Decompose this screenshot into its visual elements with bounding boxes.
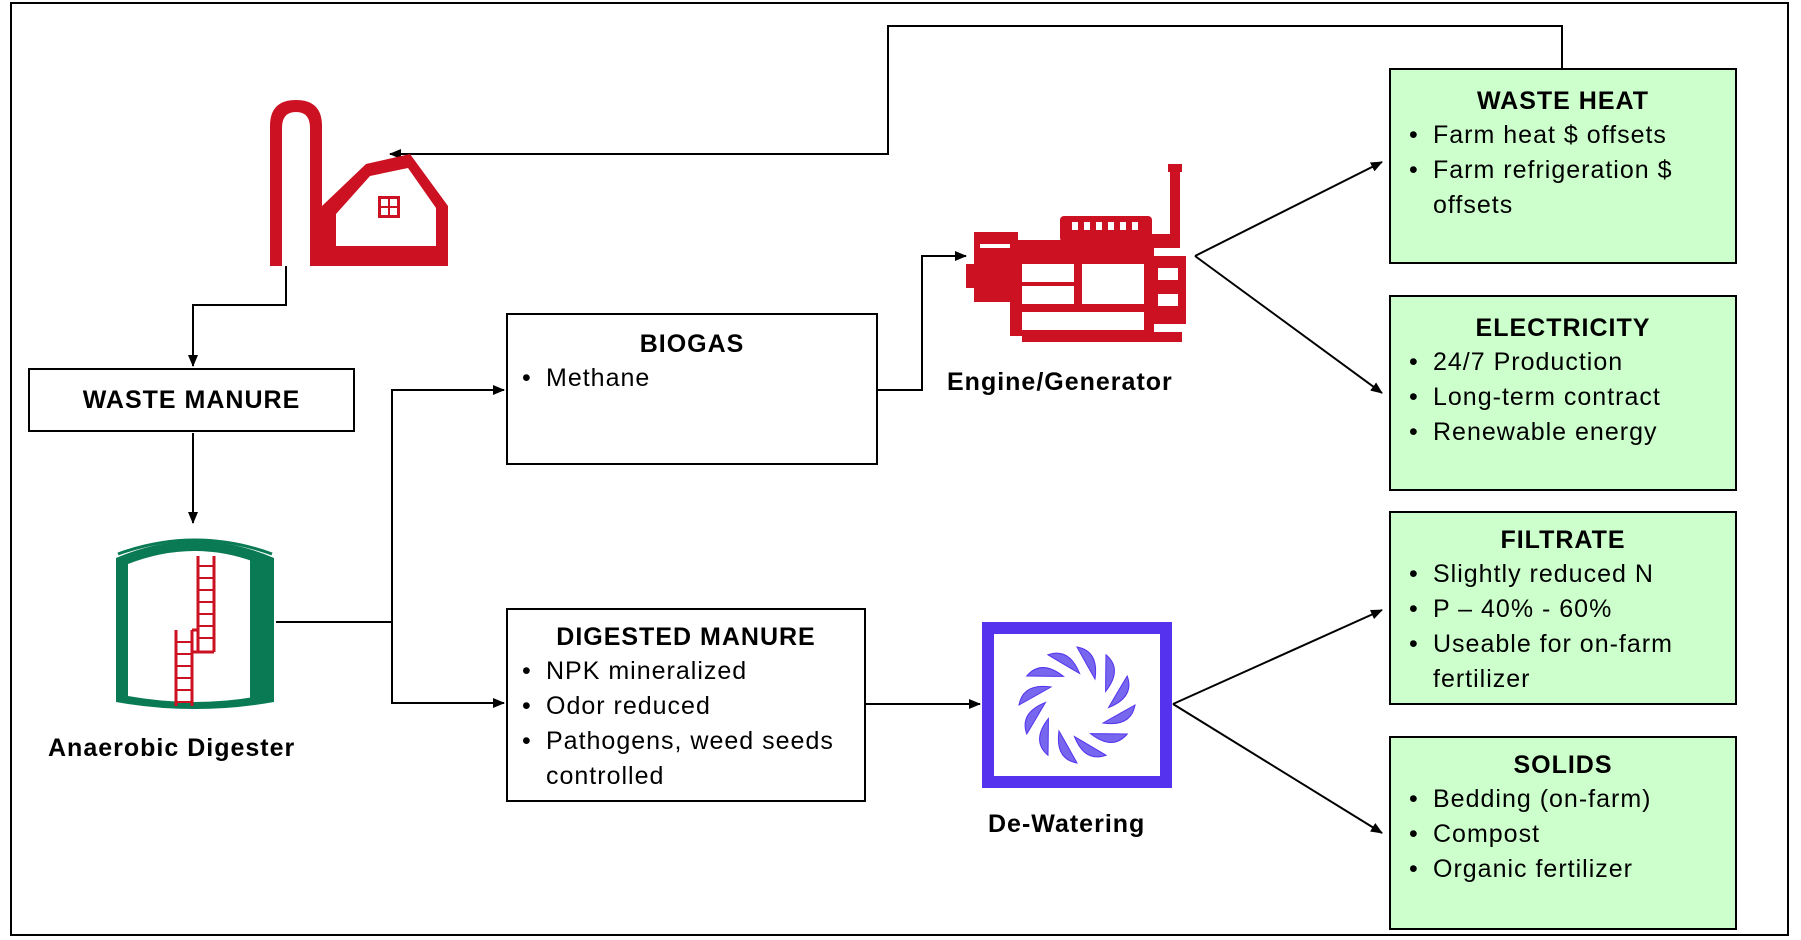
arrow-engine-to-electricity <box>1194 255 1383 394</box>
arrow-engine-to-waste-heat <box>1194 161 1383 257</box>
filtrate-box: FILTRATE Slightly reduced N P – 40% - 60… <box>1389 511 1737 705</box>
solids-box: SOLIDS Bedding (on-farm) Compost Organic… <box>1389 736 1737 930</box>
list-item: Useable for on-farm fertilizer <box>1405 627 1735 697</box>
electricity-box: ELECTRICITY 24/7 Production Long-term co… <box>1389 295 1737 491</box>
list-item: Slightly reduced N <box>1405 557 1735 592</box>
anaerobic-digester-label: Anaerobic Digester <box>48 734 296 762</box>
solids-list: Bedding (on-farm) Compost Organic fertil… <box>1405 782 1735 887</box>
dewatering-label: De-Watering <box>988 810 1146 838</box>
dewatering-fan-icon <box>982 622 1172 788</box>
list-item: Farm refrigeration $ offsets <box>1405 153 1735 223</box>
list-item: Bedding (on-farm) <box>1405 782 1735 817</box>
arrow-heat-to-barn <box>389 25 1563 159</box>
biogas-list: Methane <box>518 361 876 396</box>
filtrate-list: Slightly reduced N P – 40% - 60% Useable… <box>1405 557 1735 697</box>
list-item: 24/7 Production <box>1405 345 1735 380</box>
biogas-box: BIOGAS Methane <box>506 313 878 465</box>
list-item: Long-term contract <box>1405 380 1735 415</box>
digested-manure-list: NPK mineralized Odor reduced Pathogens, … <box>518 654 864 794</box>
engine-generator-label: Engine/Generator <box>947 368 1173 396</box>
list-item: Odor reduced <box>518 689 864 724</box>
barn-silo-icon <box>270 100 448 266</box>
biogas-title: BIOGAS <box>639 330 745 358</box>
list-item: Methane <box>518 361 876 396</box>
waste-manure-title: WASTE MANURE <box>82 386 301 414</box>
digested-manure-title: DIGESTED MANURE <box>556 623 816 651</box>
engine-generator-icon <box>966 164 1186 342</box>
solids-title: SOLIDS <box>1513 751 1613 779</box>
waste-manure-box: WASTE MANURE <box>28 368 355 432</box>
filtrate-title: FILTRATE <box>1500 526 1626 554</box>
list-item: Pathogens, weed seeds controlled <box>518 724 864 794</box>
arrow-to-digested <box>391 622 505 708</box>
diagram-frame <box>10 2 1789 936</box>
arrow-dewatering-to-filtrate <box>1172 609 1383 705</box>
electricity-list: 24/7 Production Long-term contract Renew… <box>1405 345 1735 450</box>
waste-heat-title: WASTE HEAT <box>1476 87 1650 115</box>
list-item: Renewable energy <box>1405 415 1735 450</box>
digester-tank-icon <box>116 538 274 709</box>
list-item: NPK mineralized <box>518 654 864 689</box>
arrow-barn-to-manure <box>188 236 287 367</box>
electricity-title: ELECTRICITY <box>1475 314 1651 342</box>
waste-heat-list: Farm heat $ offsets Farm refrigeration $… <box>1405 118 1735 223</box>
list-item: Farm heat $ offsets <box>1405 118 1735 153</box>
waste-heat-box: WASTE HEAT Farm heat $ offsets Farm refr… <box>1389 68 1737 264</box>
arrow-biogas-to-engine <box>878 251 967 391</box>
list-item: P – 40% - 60% <box>1405 592 1735 627</box>
digested-manure-box: DIGESTED MANURE NPK mineralized Odor red… <box>506 608 866 802</box>
arrow-dewatering-to-solids <box>1172 703 1383 834</box>
arrow-to-biogas <box>391 385 505 622</box>
list-item: Organic fertilizer <box>1405 852 1735 887</box>
list-item: Compost <box>1405 817 1735 852</box>
